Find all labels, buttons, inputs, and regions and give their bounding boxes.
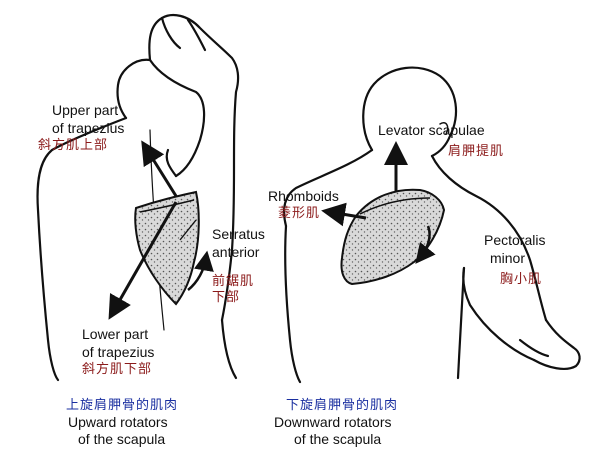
pectoralis-minor-chinese: 胸小肌 xyxy=(500,272,543,287)
serratus-arrow xyxy=(187,250,214,291)
upper-trapezius-label-line1: Upper part xyxy=(52,102,119,118)
serratus-label-line2: anterior xyxy=(212,244,260,260)
serratus-chinese-line1: 前鋸肌 xyxy=(212,274,255,289)
left-caption-line2: of the scapula xyxy=(78,431,166,447)
lower-trapezius-chinese: 斜方肌下部 xyxy=(82,362,153,377)
upper-trapezius-label-line2: of trapezius xyxy=(52,120,125,136)
left-scapula-spine xyxy=(139,199,195,213)
right-scapula-spine xyxy=(359,197,431,215)
lower-trapezius-arrow xyxy=(108,201,178,320)
left-body-outline xyxy=(36,13,240,382)
rhomboids-chinese: 菱形肌 xyxy=(278,206,321,221)
pectoralis-minor-label-line1: Pectoralis xyxy=(484,232,546,248)
levator-scapulae-label: Levator scapulae xyxy=(378,122,485,138)
right-body-outline xyxy=(283,66,581,384)
lower-trapezius-label-line2: of trapezius xyxy=(82,344,155,360)
right-caption-chinese: 下旋肩胛骨的肌肉 xyxy=(286,398,399,413)
left-scapula xyxy=(134,190,200,306)
pectoralis-minor-arrow xyxy=(415,225,436,264)
lower-trapezius-label-line1: Lower part xyxy=(82,326,149,342)
upper-trapezius-arrow xyxy=(141,140,178,197)
rhomboids-arrow xyxy=(321,202,367,227)
levator-scapulae-chinese: 肩胛提肌 xyxy=(448,144,505,159)
right-caption-line2: of the scapula xyxy=(294,431,382,447)
right-caption-line1: Downward rotators xyxy=(274,414,392,430)
pectoralis-minor-label-line2: minor xyxy=(490,250,526,266)
rhomboids-label: Rhomboids xyxy=(268,188,339,204)
serratus-pointer xyxy=(179,219,197,241)
serratus-chinese-line2: 下部 xyxy=(212,290,241,305)
upper-trapezius-chinese: 斜方肌上部 xyxy=(38,138,109,153)
left-caption-chinese: 上旋肩胛骨的肌肉 xyxy=(66,398,179,413)
right-scapula xyxy=(340,188,446,286)
serratus-label-line1: Serratus xyxy=(212,226,265,242)
left-caption-line1: Upward rotators xyxy=(68,414,168,430)
